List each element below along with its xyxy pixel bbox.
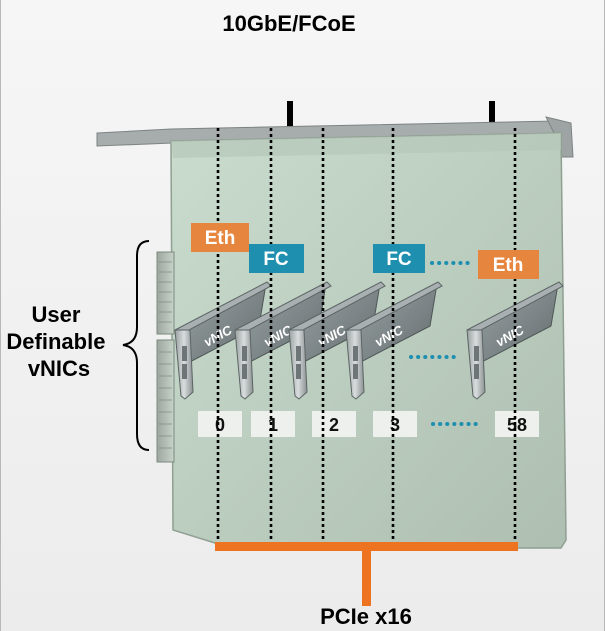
vnic-number-1: 1 (251, 411, 295, 437)
port-marker-right (489, 101, 495, 131)
pcie-label: PCIe x16 (320, 604, 412, 629)
vnic-number-text: 3 (390, 415, 400, 435)
pcie-bus-stem (362, 550, 371, 606)
pcie-bus-bar (215, 542, 518, 551)
vnic-number-0: 0 (198, 411, 242, 437)
vnic-number-text: 58 (507, 415, 527, 435)
vnic-number-2: 2 (312, 411, 356, 437)
tag-text: FC (386, 249, 412, 270)
tag-text: Eth (205, 228, 236, 249)
tag-text: Eth (493, 255, 524, 276)
vnic-card-0: vNIC (174, 281, 272, 400)
vnic-card-58: vNIC (466, 281, 564, 400)
side-label: User Definable vNICs (6, 302, 111, 381)
vnic-card-1: vNIC (234, 281, 332, 400)
tag-fc-3: FC (373, 244, 425, 273)
vnic-number-text: 0 (215, 415, 225, 435)
tag-fc-1: FC (249, 244, 304, 273)
vnic-number-58: 58 (495, 411, 539, 437)
tag-text: FC (263, 249, 289, 270)
tag-eth-0: Eth (191, 223, 249, 252)
port-marker-left (287, 101, 293, 131)
vnic-number-3: 3 (373, 411, 417, 437)
edge-connector (156, 251, 175, 463)
vnic-card-2: vNIC (288, 281, 386, 400)
tag-eth-58: Eth (478, 250, 539, 279)
diagram-title: 10GbE/FCoE (222, 11, 355, 36)
side-brace (122, 240, 150, 451)
vnic-number-text: 1 (268, 415, 278, 435)
vnic-number-text: 2 (329, 415, 339, 435)
pcie-bus (215, 542, 518, 606)
